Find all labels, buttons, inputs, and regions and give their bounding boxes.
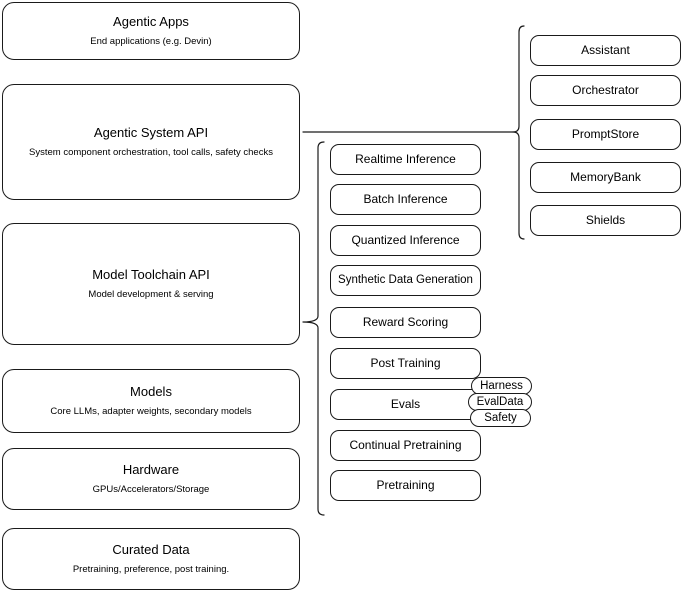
- stack-layer-subtitle: Pretraining, preference, post training.: [72, 563, 230, 575]
- capability-evals[interactable]: Evals: [330, 389, 481, 420]
- capability-realtime-inference[interactable]: Realtime Inference: [330, 144, 481, 175]
- stack-layer-title: Curated Data: [112, 542, 190, 558]
- stack-layer-title: Model Toolchain API: [92, 267, 210, 283]
- capability-synthetic-data-generation[interactable]: Synthetic Data Generation: [330, 265, 481, 296]
- stack-layer-models[interactable]: Models Core LLMs, adapter weights, secon…: [2, 369, 300, 433]
- stack-layer-model-toolchain-api[interactable]: Model Toolchain API Model development & …: [2, 223, 300, 345]
- capability-reward-scoring[interactable]: Reward Scoring: [330, 307, 481, 338]
- stack-layer-title: Agentic Apps: [113, 14, 189, 30]
- agentic-component-memorybank[interactable]: MemoryBank: [530, 162, 681, 193]
- stack-layer-subtitle: GPUs/Accelerators/Storage: [92, 483, 210, 495]
- capability-post-training[interactable]: Post Training: [330, 348, 481, 379]
- capability-pretraining[interactable]: Pretraining: [330, 470, 481, 501]
- capability-continual-pretraining[interactable]: Continual Pretraining: [330, 430, 481, 461]
- stack-layer-title: Hardware: [122, 462, 180, 478]
- capability-batch-inference[interactable]: Batch Inference: [330, 184, 481, 215]
- agentic-component-shields[interactable]: Shields: [530, 205, 681, 236]
- stack-layer-subtitle: Model development & serving: [88, 288, 214, 300]
- stack-layer-title: Models: [130, 384, 172, 400]
- brace-agentic-components: [512, 25, 525, 240]
- agentic-component-orchestrator[interactable]: Orchestrator: [530, 75, 681, 106]
- stack-layer-subtitle: End applications (e.g. Devin): [90, 35, 212, 47]
- stack-layer-title: Agentic System API: [93, 125, 209, 141]
- stack-layer-subtitle: System component orchestration, tool cal…: [29, 146, 273, 158]
- stack-layer-subtitle: Core LLMs, adapter weights, secondary mo…: [50, 405, 252, 417]
- evals-pill-safety[interactable]: Safety: [470, 409, 531, 427]
- capability-quantized-inference[interactable]: Quantized Inference: [330, 225, 481, 256]
- stack-layer-agentic-system-api[interactable]: Agentic System API System component orch…: [2, 84, 300, 200]
- brace-toolchain-capabilities: [302, 141, 325, 516]
- stack-layer-agentic-apps[interactable]: Agentic Apps End applications (e.g. Devi…: [2, 2, 300, 60]
- stack-layer-curated-data[interactable]: Curated Data Pretraining, preference, po…: [2, 528, 300, 590]
- agentic-component-promptstore[interactable]: PromptStore: [530, 119, 681, 150]
- stack-layer-hardware[interactable]: Hardware GPUs/Accelerators/Storage: [2, 448, 300, 510]
- agentic-component-assistant[interactable]: Assistant: [530, 35, 681, 66]
